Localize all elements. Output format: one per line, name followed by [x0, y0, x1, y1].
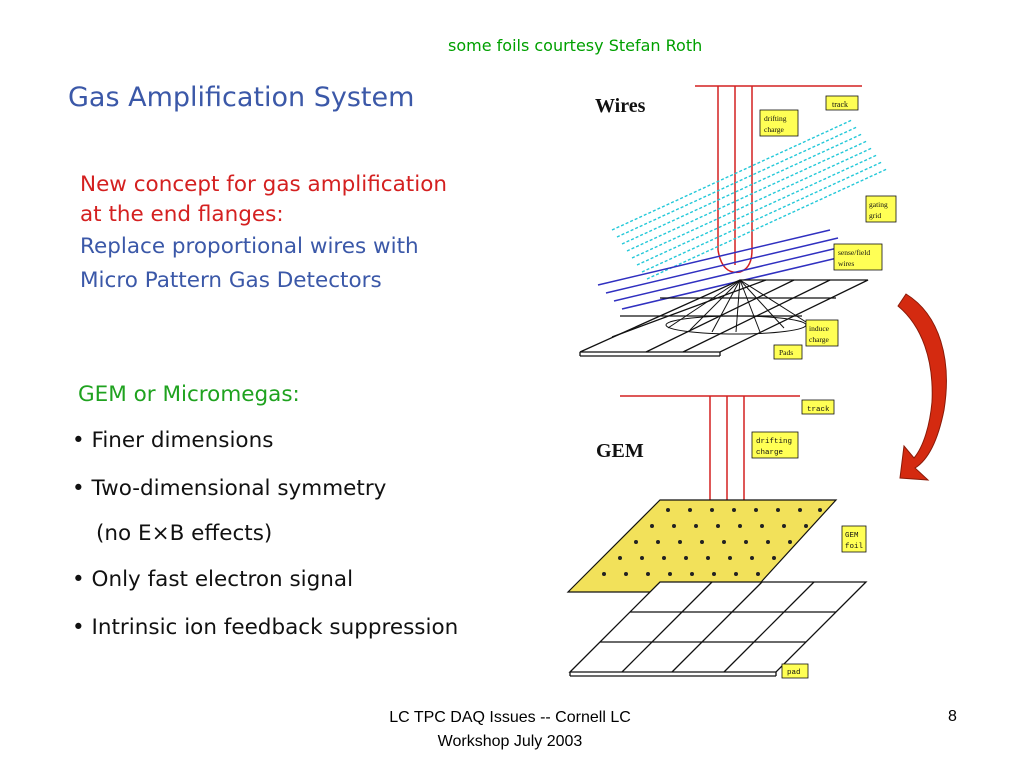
- concept-red-line-2: at the end flanges:: [80, 202, 284, 227]
- svg-text:track: track: [832, 100, 848, 109]
- footer-text: LC TPC DAQ Issues -- Cornell LC Workshop…: [300, 706, 720, 754]
- svg-text:gating: gating: [869, 200, 888, 209]
- pad-plane-2: [568, 581, 868, 677]
- gas-amplification-diagram: Wires: [566, 85, 947, 679]
- gem-foil-holes: [602, 508, 822, 576]
- bullet-dot: •: [72, 476, 85, 501]
- label-gating-grid: gating grid: [865, 195, 897, 223]
- svg-text:sense/field: sense/field: [838, 248, 870, 257]
- bullet-dot: •: [72, 615, 85, 640]
- svg-text:track: track: [807, 406, 830, 414]
- footer-line-1: LC TPC DAQ Issues -- Cornell LC: [389, 709, 631, 726]
- bullet-item: • Only fast electron signal: [72, 567, 353, 592]
- bullet-item: • Two-dimensional symmetry: [72, 476, 386, 501]
- slide-title: Gas Amplification System: [68, 82, 415, 113]
- gating-grid-wires: [611, 119, 888, 280]
- svg-text:charge: charge: [809, 335, 830, 344]
- wires-title: Wires: [595, 95, 646, 117]
- concept-blue-line-1: Replace proportional wires with: [80, 234, 419, 259]
- bullet-dot: •: [72, 567, 85, 592]
- gem-title: GEM: [596, 440, 644, 462]
- svg-text:drifting: drifting: [756, 438, 792, 446]
- label-pad: pad: [781, 663, 809, 679]
- svg-text:grid: grid: [869, 211, 881, 220]
- bullet-text: (no E×B effects): [96, 521, 273, 546]
- svg-text:drifting: drifting: [764, 114, 787, 123]
- svg-text:charge: charge: [756, 449, 783, 457]
- label-pads: Pads: [773, 344, 803, 360]
- svg-text:wires: wires: [838, 259, 854, 268]
- svg-text:induce: induce: [809, 324, 830, 333]
- bullet-item: • Finer dimensions: [72, 428, 273, 453]
- svg-text:charge: charge: [764, 125, 785, 134]
- concept-red-line-1: New concept for gas amplification: [80, 172, 447, 197]
- svg-text:pad: pad: [787, 669, 801, 677]
- svg-text:Pads: Pads: [779, 348, 793, 357]
- bullet-text: Finer dimensions: [91, 428, 274, 453]
- bullet-text: Two-dimensional symmetry: [91, 476, 387, 501]
- svg-text:GEM: GEM: [845, 532, 859, 540]
- bullet-text: Only fast electron signal: [91, 567, 354, 592]
- induced-charge-cone: [665, 279, 807, 335]
- footer-line-2: Workshop July 2003: [437, 733, 583, 750]
- bullet-subnote: (no E×B effects): [96, 521, 272, 546]
- label-drifting-charge-1: drifting charge: [759, 109, 799, 137]
- bullet-item: • Intrinsic ion feedback suppression: [72, 615, 458, 640]
- label-track-1: track: [825, 95, 859, 111]
- concept-blue-line-2: Micro Pattern Gas Detectors: [80, 268, 382, 293]
- svg-text:foil: foil: [845, 543, 864, 551]
- label-induced-charge: induce charge: [805, 319, 839, 347]
- bullet-text: Intrinsic ion feedback suppression: [91, 615, 459, 640]
- concept-block: New concept for gas amplification at the…: [80, 170, 447, 298]
- label-gem-foil: GEM foil: [841, 525, 867, 553]
- gem-foil: [566, 499, 838, 593]
- bullet-dot: •: [72, 428, 85, 453]
- gem-heading: GEM or Micromegas:: [78, 382, 300, 407]
- page-number: 8: [948, 708, 957, 725]
- label-track-2: track: [801, 399, 835, 415]
- label-drifting-charge-2: drifting charge: [751, 431, 799, 459]
- transition-arrow-icon: [897, 293, 947, 481]
- label-sense-field-wires: sense/field wires: [833, 243, 883, 271]
- credit-note: some foils courtesy Stefan Roth: [448, 36, 703, 55]
- drift-track-lines: [717, 86, 753, 274]
